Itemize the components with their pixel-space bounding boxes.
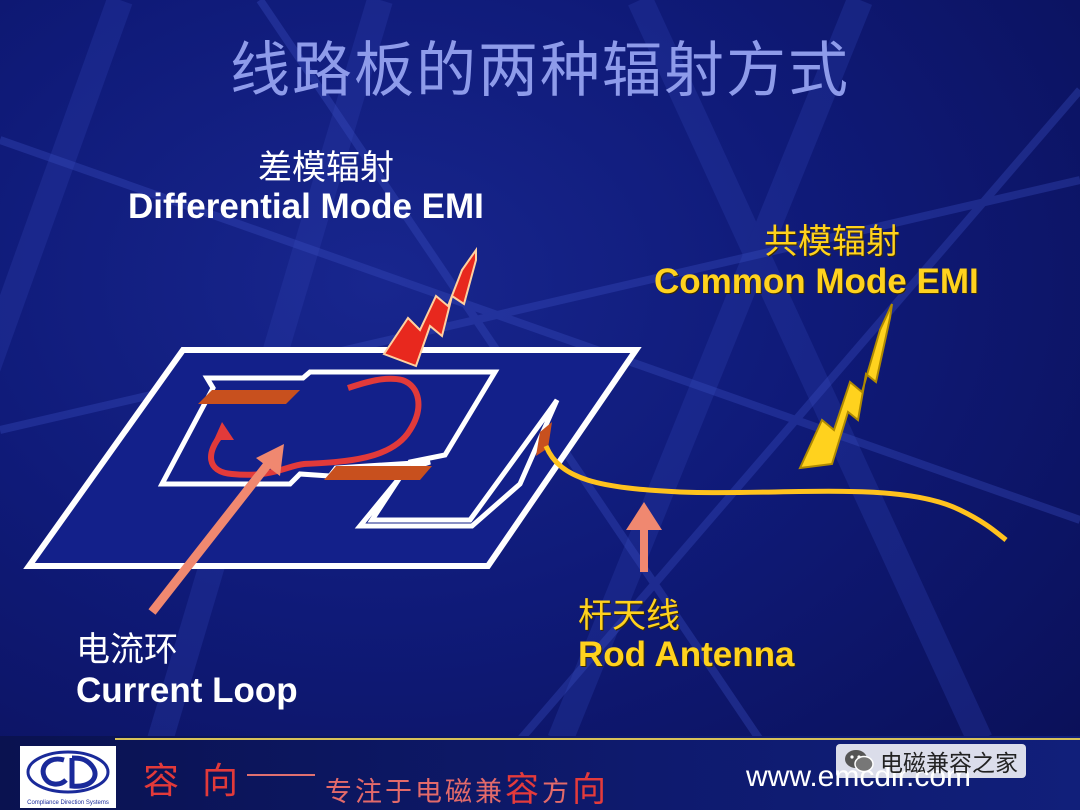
wechat-account-name: 电磁兼容之家 bbox=[880, 751, 1018, 777]
differential-label-cn: 差模辐射 bbox=[258, 148, 394, 188]
slogan-tagline-char: 于 bbox=[385, 777, 415, 808]
slogan-tagline-char: 方 bbox=[542, 777, 572, 808]
slogan-tagline-char: 磁 bbox=[445, 777, 475, 808]
wechat-icon bbox=[845, 750, 874, 773]
slogan-tagline-char: 兼 bbox=[475, 777, 505, 808]
footer-divider bbox=[115, 738, 1080, 740]
antenna-label-cn: 杆天线 bbox=[578, 596, 680, 636]
loop-label-en: Current Loop bbox=[76, 671, 298, 710]
slogan-tagline: 专注于电磁兼容方向 bbox=[325, 762, 609, 810]
slogan-tagline-char: 专 bbox=[325, 777, 355, 808]
antenna-pointer-arrowhead bbox=[626, 502, 662, 530]
slogan-char-1: 容 bbox=[143, 761, 180, 802]
common-label-en: Common Mode EMI bbox=[654, 262, 979, 301]
wechat-watermark: 电磁兼容之家 bbox=[836, 744, 1026, 778]
loop-pointer-shaft bbox=[148, 461, 272, 615]
antenna-label-en: Rod Antenna bbox=[578, 635, 795, 674]
differential-label-en: Differential Mode EMI bbox=[128, 187, 484, 226]
pcb-board bbox=[23, 347, 642, 569]
slogan-tagline-char: 注 bbox=[355, 777, 385, 808]
rod-antenna-wire bbox=[543, 444, 1008, 542]
slogan-char-2: 向 bbox=[202, 761, 239, 802]
loop-label-cn: 电流环 bbox=[76, 630, 178, 670]
slogan-tagline-char: 向 bbox=[572, 770, 609, 810]
current-loop-path bbox=[208, 375, 422, 478]
slogan-tagline-char: 电 bbox=[415, 777, 445, 808]
cd-logo-icon: Compliance Direction Systems bbox=[20, 746, 116, 808]
common-label-cn: 共模辐射 bbox=[764, 222, 900, 262]
loop-pointer-arrowhead bbox=[256, 444, 284, 476]
trace-bottom bbox=[324, 466, 432, 480]
slogan-dash bbox=[247, 774, 315, 776]
logo-caption: Compliance Direction Systems bbox=[27, 800, 109, 806]
cd-logo-mark bbox=[26, 750, 110, 794]
slide-title: 线路板的两种辐射方式 bbox=[230, 36, 850, 106]
pcb-inner-trace-outline bbox=[157, 369, 560, 529]
differential-emi-bolt bbox=[382, 246, 477, 368]
current-loop-arrowhead bbox=[214, 422, 234, 440]
trace-top bbox=[198, 390, 300, 404]
common-emi-bolt bbox=[798, 303, 893, 470]
slogan-tagline-char: 容 bbox=[505, 770, 542, 810]
